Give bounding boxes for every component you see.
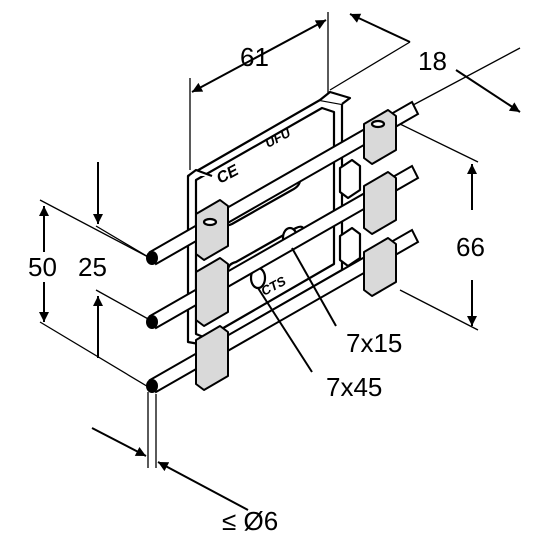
leader-7x45: 7x45 [257,287,382,402]
dimension-label-50: 50 [28,252,57,282]
label-rod-diameter: ≤ Ø6 [222,506,278,536]
dimension-label-25: 25 [78,252,107,282]
dimension-50-25: 50 25 [28,162,151,389]
clip-front-bottom [195,325,229,391]
dimension-rod-diameter: ≤ Ø6 [91,392,278,536]
dimension-18: 18 [329,13,521,113]
leader-7x15: 7x15 [291,247,402,358]
dimension-61: 61 [189,12,329,170]
clips [195,109,397,391]
dimension-label-18: 18 [418,46,447,76]
clip-back-middle [363,171,397,235]
clip-back-bottom [363,237,397,297]
clip-back-top [363,109,397,165]
clip-front-top [195,199,229,261]
clip-front-middle [195,257,229,327]
label-7x15: 7x15 [346,328,402,358]
dimension-label-61: 61 [240,42,269,72]
dimension-66: 66 [399,123,485,331]
dimension-label-66: 66 [456,232,485,262]
label-7x45: 7x45 [326,372,382,402]
